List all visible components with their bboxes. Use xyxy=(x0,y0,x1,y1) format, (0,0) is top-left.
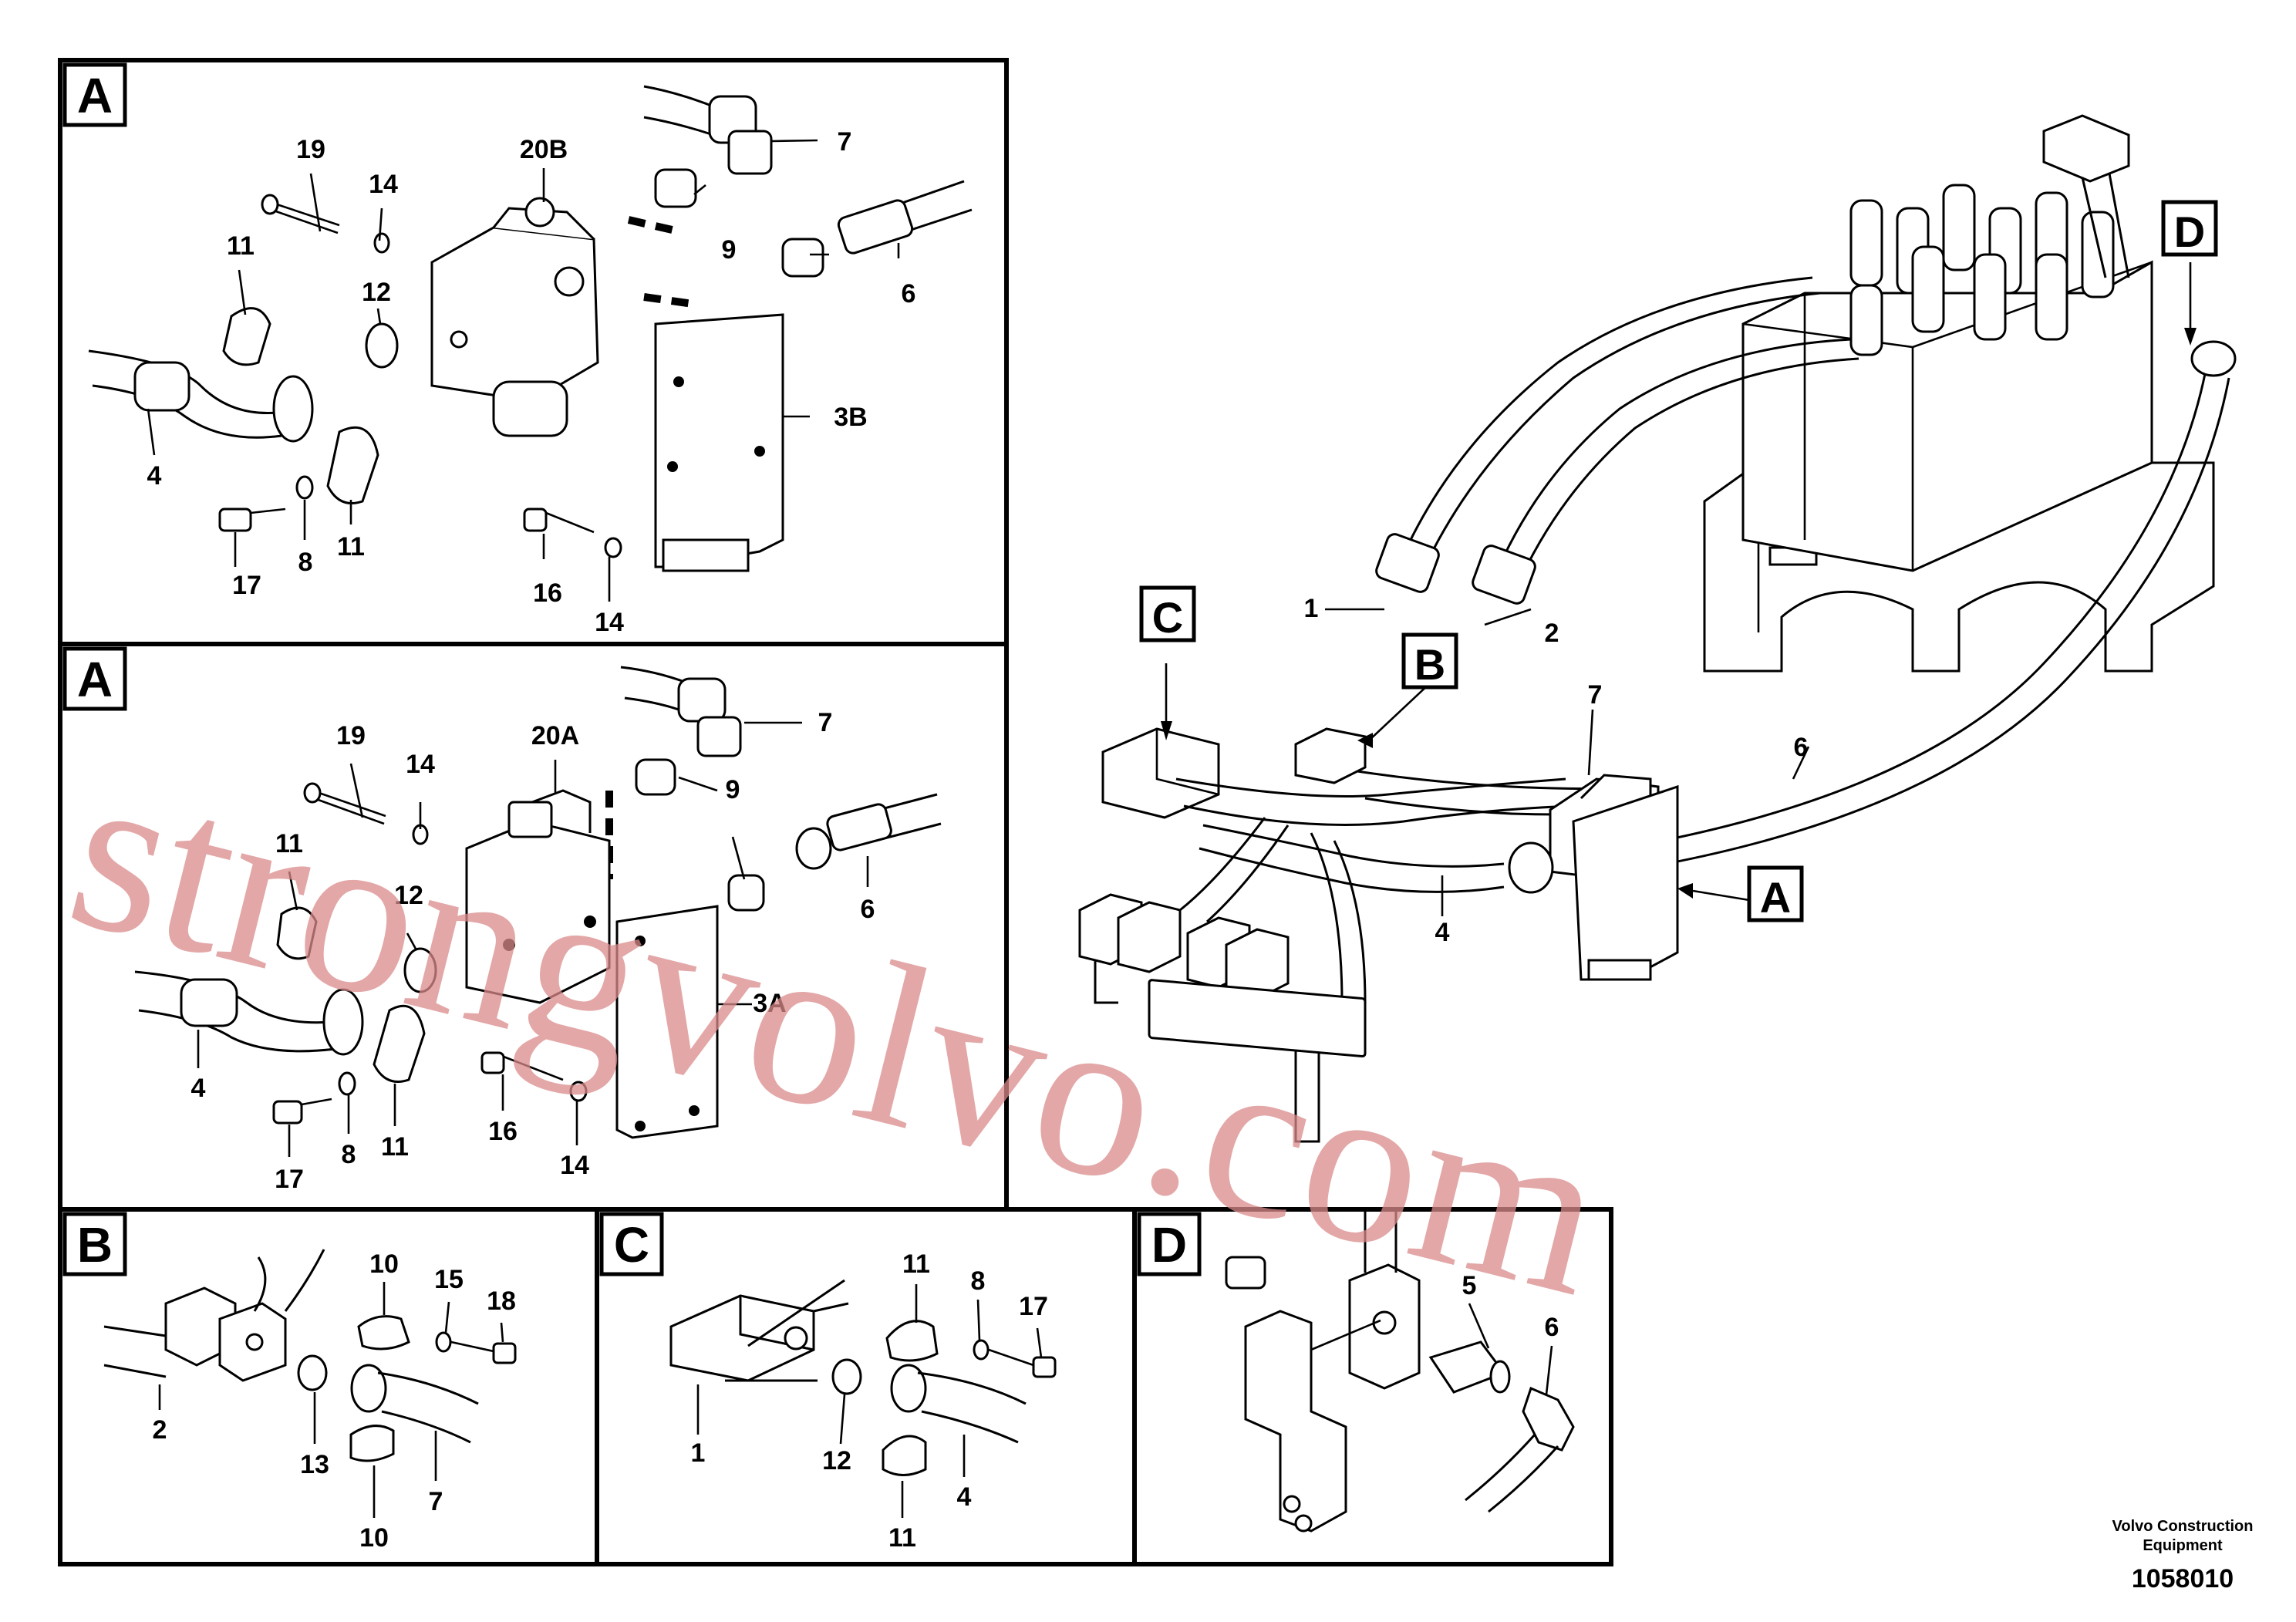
panel-c-letter: C xyxy=(599,1212,664,1276)
label-7: 7 xyxy=(429,1487,443,1516)
label-16: 16 xyxy=(488,1117,518,1146)
panel-b-drawing xyxy=(103,1249,517,1518)
label-11: 11 xyxy=(227,231,255,261)
label-14b: 14 xyxy=(560,1151,589,1180)
panel-d-letter: D xyxy=(1137,1212,1202,1276)
label-17: 17 xyxy=(1019,1292,1048,1321)
panel-d-drawing xyxy=(1225,1211,1575,1533)
company-name-line1: Volvo Construction xyxy=(2112,1518,2254,1535)
label-14: 14 xyxy=(406,750,435,779)
panel-a-top-drawing xyxy=(88,85,973,602)
label-11: 11 xyxy=(902,1249,930,1279)
label-12: 12 xyxy=(394,881,423,910)
label-17: 17 xyxy=(232,571,261,600)
svg-text:C: C xyxy=(614,1217,649,1273)
label-20a: 20A xyxy=(531,721,579,750)
main-label-7: 7 xyxy=(1588,680,1603,710)
label-9: 9 xyxy=(722,235,737,265)
label-4: 4 xyxy=(191,1074,206,1103)
main-assembly-drawing xyxy=(1078,114,2237,1143)
panel-d-frame xyxy=(1132,1207,1613,1566)
svg-text:A: A xyxy=(1760,873,1791,922)
label-6: 6 xyxy=(902,279,916,309)
label-14: 14 xyxy=(369,170,398,199)
callout-c: C xyxy=(1139,585,1196,642)
label-11b: 11 xyxy=(381,1132,409,1162)
company-name-line2: Equipment xyxy=(2143,1537,2223,1554)
label-4: 4 xyxy=(147,461,162,491)
label-17: 17 xyxy=(275,1165,304,1194)
svg-text:strongvolvo.com: strongvolvo.com xyxy=(49,718,1627,1345)
label-3a: 3A xyxy=(753,989,786,1018)
label-16: 16 xyxy=(533,578,562,608)
panel-b-frame xyxy=(58,1207,599,1566)
callout-a: A xyxy=(1747,865,1804,922)
callout-d: D xyxy=(2161,200,2218,257)
label-8: 8 xyxy=(971,1266,986,1296)
panel-a-middle-drawing xyxy=(134,666,942,1157)
label-3b: 3B xyxy=(834,403,867,432)
label-6: 6 xyxy=(861,895,875,924)
svg-text:A: A xyxy=(77,68,113,123)
main-label-2: 2 xyxy=(1545,619,1559,648)
label-12: 12 xyxy=(362,278,391,307)
label-1: 1 xyxy=(691,1438,706,1468)
main-label-4: 4 xyxy=(1435,918,1450,947)
main-label-6: 6 xyxy=(1794,733,1809,762)
label-8: 8 xyxy=(342,1140,356,1169)
label-11: 11 xyxy=(275,829,303,858)
label-5: 5 xyxy=(1462,1271,1477,1300)
label-8: 8 xyxy=(298,548,313,577)
label-15: 15 xyxy=(434,1265,464,1294)
svg-text:A: A xyxy=(77,652,113,707)
panel-a-middle-letter: A xyxy=(62,646,127,711)
document-number: 1058010 xyxy=(2132,1564,2234,1593)
svg-text:B: B xyxy=(1414,640,1445,689)
label-6: 6 xyxy=(1545,1313,1559,1342)
label-11b: 11 xyxy=(888,1523,916,1553)
label-7: 7 xyxy=(838,127,852,157)
svg-text:B: B xyxy=(77,1217,113,1273)
panel-c-drawing xyxy=(669,1279,1057,1518)
label-11b: 11 xyxy=(337,532,365,561)
label-10: 10 xyxy=(369,1249,399,1279)
label-19: 19 xyxy=(336,721,366,750)
label-10b: 10 xyxy=(359,1523,389,1553)
svg-text:C: C xyxy=(1152,593,1183,642)
label-18: 18 xyxy=(487,1286,516,1316)
svg-text:D: D xyxy=(2174,207,2205,256)
panel-a-top-letter: A xyxy=(62,62,127,127)
label-19: 19 xyxy=(296,135,325,164)
label-14b: 14 xyxy=(595,608,624,637)
main-label-1: 1 xyxy=(1304,594,1319,623)
label-12: 12 xyxy=(822,1446,851,1475)
panel-c-frame xyxy=(595,1207,1137,1566)
label-9: 9 xyxy=(726,775,740,804)
watermark: strongvolvo.com xyxy=(49,718,1627,1345)
label-13: 13 xyxy=(300,1450,329,1479)
panel-b-letter: B xyxy=(62,1212,127,1276)
svg-text:D: D xyxy=(1151,1217,1187,1273)
label-7: 7 xyxy=(818,708,833,737)
label-2: 2 xyxy=(153,1415,167,1445)
label-20b: 20B xyxy=(520,135,568,164)
callout-b: B xyxy=(1401,632,1458,690)
label-4: 4 xyxy=(957,1482,972,1512)
